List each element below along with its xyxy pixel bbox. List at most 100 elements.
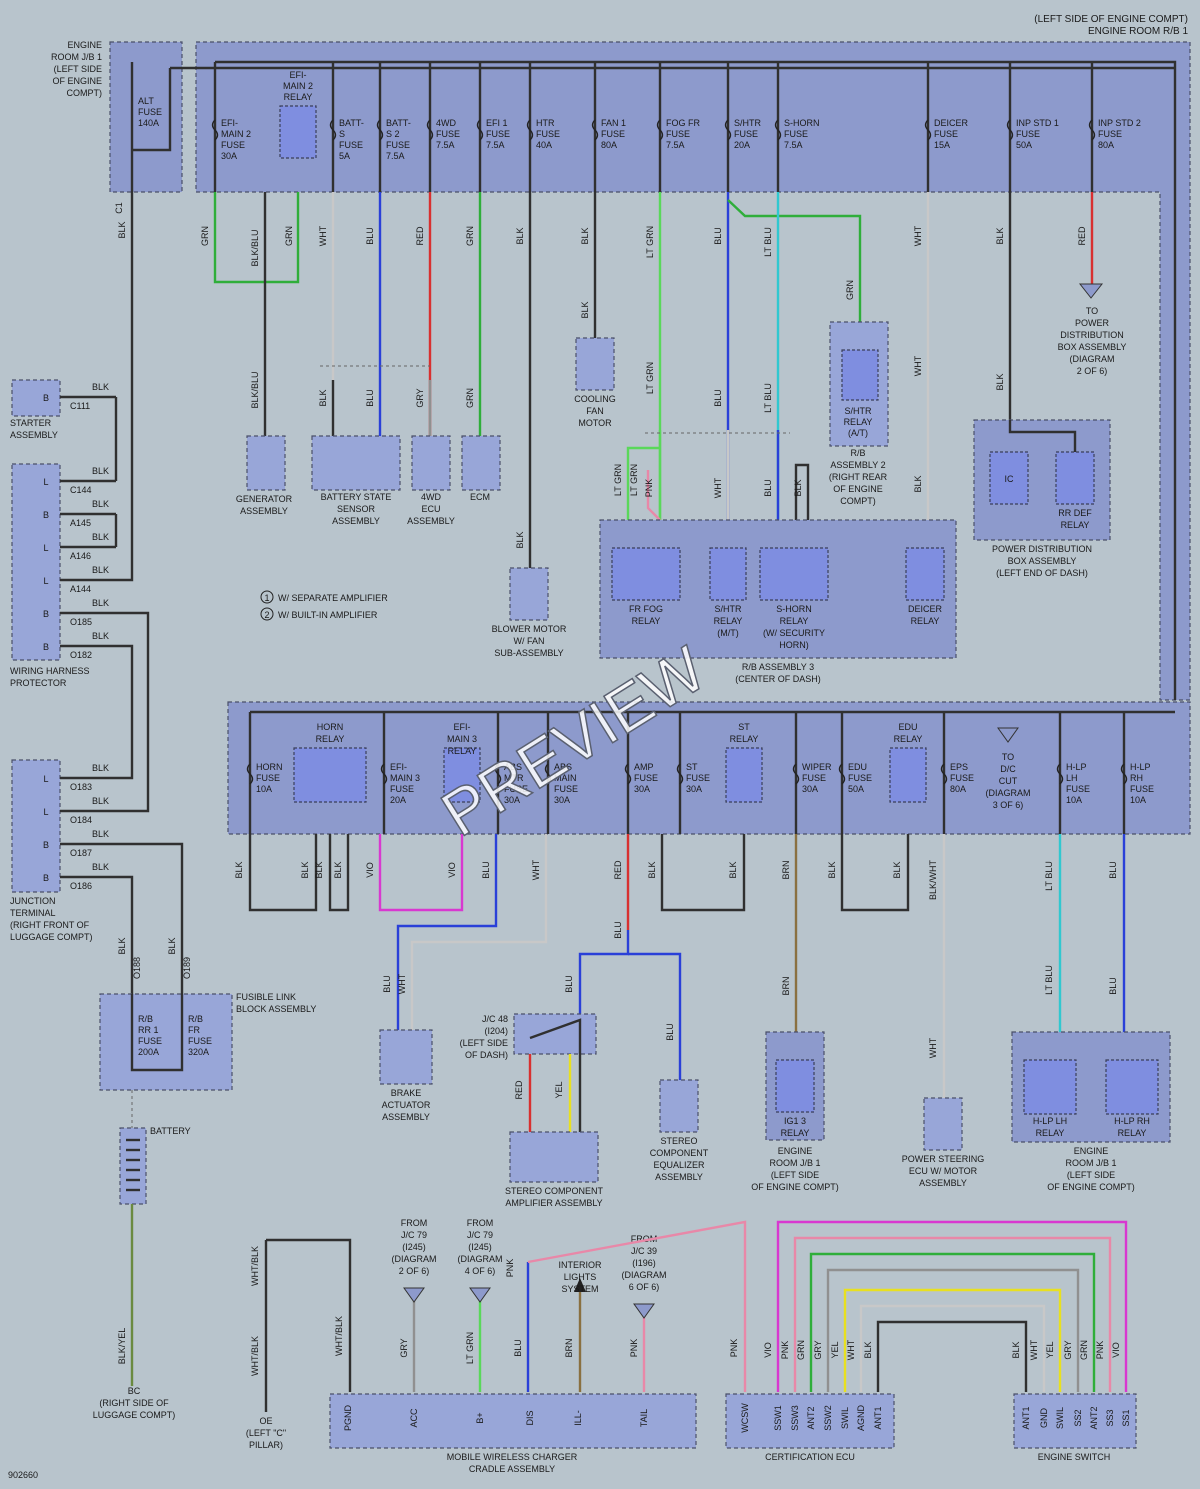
ecu-4wd: [411, 435, 451, 491]
pnk-fog-relay: [646, 470, 661, 521]
alt-fuse-label: FUSE: [138, 107, 162, 117]
off-page-label: FROM: [631, 1234, 658, 1244]
terminal-pin: B: [43, 840, 49, 850]
shorn-relay-label: HORN): [779, 640, 809, 650]
cooling-fan-label: FAN: [586, 406, 604, 416]
eq-label: ASSEMBLY: [655, 1172, 703, 1182]
hlp-loc-label: ROOM J/B 1: [1065, 1158, 1116, 1168]
to-power-dist-label: BOX ASSEMBLY: [1058, 342, 1127, 352]
ground-bc-label: BC: [128, 1386, 141, 1396]
mid-fuse-label: ST: [686, 762, 698, 772]
engine-room-jb1-label: ROOM J/B 1: [51, 52, 102, 62]
fuse-label: 80A: [601, 140, 617, 150]
off-page-label: J/C 79: [467, 1230, 493, 1240]
rb-assembly-2-label: ASSEMBLY 2: [830, 460, 885, 470]
fuse-symbol: [724, 119, 732, 141]
fuse-symbol: [924, 119, 932, 141]
ecu-4wd-label: 4WD: [421, 492, 442, 502]
efi-main2-relay-label: MAIN 2: [283, 81, 313, 91]
battery-sensor-label: SENSOR: [337, 504, 376, 514]
fuse-label: BATT-: [339, 118, 364, 128]
ltgrn-fog-relay: [626, 446, 660, 520]
rb-assembly-3-label: (CENTER OF DASH): [735, 674, 821, 684]
terminal-pin: B: [43, 873, 49, 883]
charger-pin: DIS: [525, 1410, 535, 1425]
wire-color-label: WHT/BLK: [250, 1246, 260, 1286]
mid-fuse-label: FUSE: [686, 773, 710, 783]
ground-oe-label: OE: [259, 1416, 272, 1426]
cooling-fan-label: COOLING: [574, 394, 616, 404]
wire-color-label: WHT: [318, 225, 328, 246]
hlp-rh-label: RELAY: [1118, 1128, 1147, 1138]
terminal-pin: L: [43, 543, 48, 553]
fr-fog-relay: [611, 547, 681, 601]
legend-circle: [260, 607, 274, 621]
power-dist-label: POWER DISTRIBUTION: [992, 544, 1092, 554]
to-dc-cut-label: D/C: [1000, 764, 1016, 774]
wire-color-label: PNK: [629, 1339, 639, 1358]
wht-abs: [410, 834, 548, 1030]
shtr-relay-mt-label: S/HTR: [715, 604, 743, 614]
wire-color-label: BLK: [913, 475, 923, 492]
engine-switch-pin: SS2: [1073, 1409, 1083, 1426]
wire-color-label: BLK: [92, 565, 109, 575]
brake-label: BRAKE: [391, 1088, 422, 1098]
wire-color-label: VIO: [1111, 1342, 1121, 1358]
blower-label: BLOWER MOTOR: [492, 624, 567, 634]
wire-color-label: GRY: [1063, 1340, 1073, 1359]
fuse-label: INP STD 2: [1098, 118, 1141, 128]
ground-bc-label: LUGGAGE COMPT): [93, 1410, 176, 1420]
fuse-label: FUSE: [934, 129, 958, 139]
grn-shtr-relay-at: [727, 199, 862, 322]
fr-fog-relay-label: RELAY: [632, 616, 661, 626]
deicer-relay-label: RELAY: [911, 616, 940, 626]
shtr-relay-at: [841, 349, 879, 401]
off-page-arrow: [469, 1287, 491, 1303]
left-link-4: [116, 644, 134, 780]
engine-switch: [1013, 1393, 1137, 1449]
charger-pin: TAIL: [639, 1409, 649, 1427]
engine-room-jb1-label: COMPT): [67, 88, 103, 98]
fr-fuse-label: 320A: [188, 1047, 209, 1057]
ig13-label: IG1 3: [784, 1116, 806, 1126]
battery-sensor-label: ASSEMBLY: [332, 516, 380, 526]
fuse-symbol: [676, 763, 684, 785]
ground-bc-label: (RIGHT SIDE OF: [99, 1398, 169, 1408]
blu-abs: [396, 834, 498, 1030]
mid-relay: [293, 747, 367, 803]
battery-state-sensor: [311, 435, 401, 491]
wire-color-label: GRN: [465, 388, 475, 408]
fuse-label: S: [339, 129, 345, 139]
fusible-label: FUSIBLE LINK: [236, 992, 296, 1002]
wire-color-label: BLK: [318, 389, 328, 406]
connector-label: O183: [70, 782, 92, 792]
engine-switch-label: ENGINE SWITCH: [1038, 1452, 1111, 1462]
wire-color-label: BLK: [863, 1341, 873, 1358]
wire-color-label: BLU: [1108, 977, 1118, 995]
junction-label: LUGGAGE COMPT): [10, 932, 93, 942]
engine-switch-pin: SWIL: [1055, 1407, 1065, 1429]
wire-color-label: LT GRN: [613, 464, 623, 496]
efi-main2-relay-label: RELAY: [284, 92, 313, 102]
ig13-loc-label: OF ENGINE COMPT): [751, 1182, 839, 1192]
rb-assembly-2-label: OF ENGINE: [833, 484, 883, 494]
charger-label: CRADLE ASSEMBLY: [469, 1464, 555, 1474]
fuse-symbol: [624, 763, 632, 785]
header-title: ENGINE ROOM R/B 1: [1088, 26, 1188, 37]
to-power-dist-label: TO: [1086, 306, 1098, 316]
wire-color-label: BLK: [995, 227, 1005, 244]
fuse-label: HTR: [536, 118, 555, 128]
rb-assembly-3-label: R/B ASSEMBLY 3: [742, 662, 814, 672]
wire-color-label: BLK: [92, 862, 109, 872]
vio-efi-main3: [378, 834, 464, 912]
mid-fuse-label: FUSE: [256, 773, 280, 783]
connector-label: O189: [182, 957, 192, 979]
fuse-symbol: [940, 763, 948, 785]
wire-color-label: BLK: [92, 466, 109, 476]
mid-relay-label: HORN: [317, 722, 344, 732]
fuse-label: EFI-: [221, 118, 238, 128]
wire-color-label: WHT/BLK: [334, 1316, 344, 1356]
amp-label: AMPLIFIER ASSEMBLY: [505, 1198, 602, 1208]
wire-color-label: BLK: [647, 861, 657, 878]
